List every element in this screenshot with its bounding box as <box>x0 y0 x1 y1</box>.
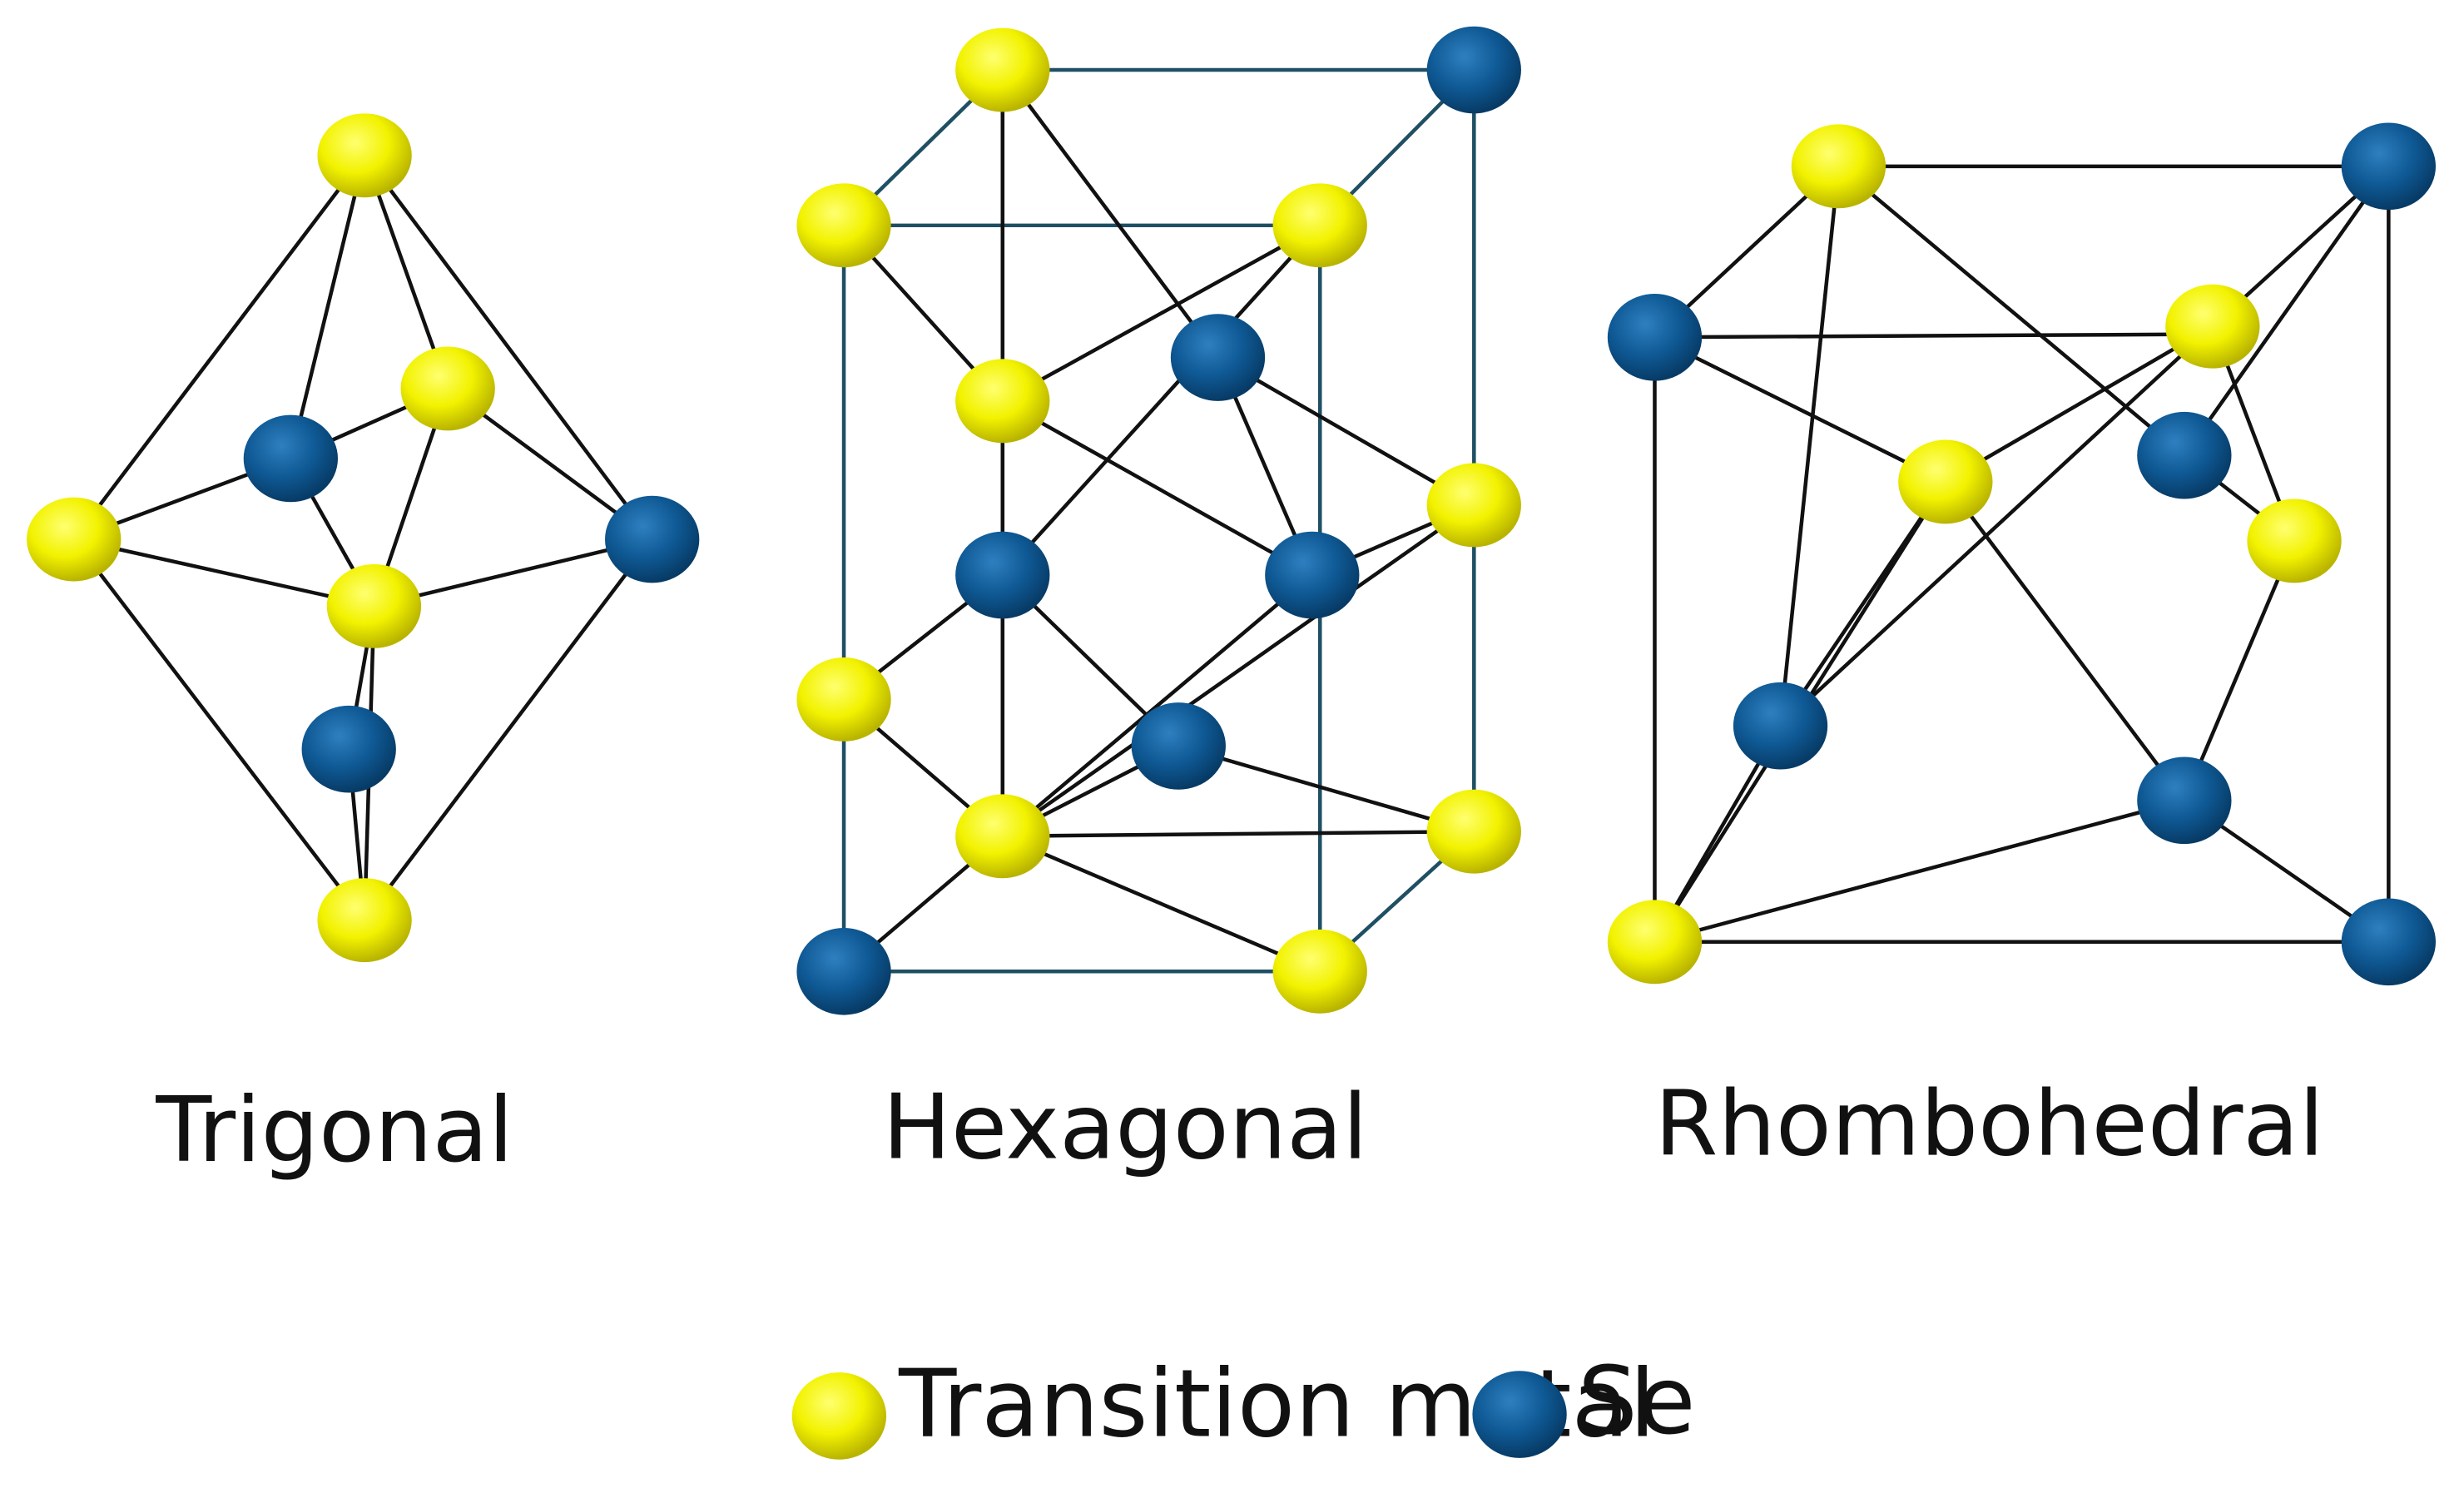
hexagonal-metal-atom <box>955 359 1050 444</box>
hexagonal-metal-atom <box>1272 929 1367 1014</box>
trigonal-metal-atom <box>400 346 495 431</box>
hexagonal-metal-atom <box>1426 789 1521 874</box>
hexagonal-metal-atom <box>955 794 1050 879</box>
rhombohedral-se-atom <box>2137 756 2232 845</box>
rhombohedral-atoms <box>1607 122 2437 986</box>
trigonal-metal-atom <box>326 563 422 648</box>
hexagonal-caption: Hexagonal <box>883 1074 1368 1179</box>
trigonal-se-atom <box>605 495 700 583</box>
hexagonal-se-atom <box>955 531 1050 619</box>
rhombohedral-se-atom <box>2137 411 2232 499</box>
hexagonal-atoms <box>796 26 1521 1015</box>
hexagonal-bonds <box>842 68 1475 974</box>
hexagonal-se-atom <box>796 927 891 1015</box>
trigonal-se-atom <box>243 414 339 503</box>
hexagonal-se-atom <box>1170 314 1266 401</box>
rhombohedral-structure: Rhombohedral <box>1607 122 2437 1177</box>
trigonal-metal-atom <box>317 878 412 963</box>
hexagonal-structure: Hexagonal <box>796 26 1521 1179</box>
rhombohedral-metal-atom <box>1898 439 1993 524</box>
rhombohedral-se-atom <box>1733 682 1828 770</box>
legend-se-swatch <box>1472 1371 1567 1458</box>
rhombohedral-caption: Rhombohedral <box>1654 1071 2324 1176</box>
trigonal-atoms <box>27 113 700 963</box>
rhombohedral-se-atom <box>1607 293 1703 381</box>
hexagonal-se-atom <box>1426 26 1521 114</box>
hexagonal-se-atom <box>1131 702 1226 790</box>
hexagonal-metal-atom <box>1272 183 1367 268</box>
hexagonal-se-atom <box>1265 531 1360 619</box>
rhombohedral-metal-atom <box>1607 900 1703 985</box>
rhombohedral-metal-atom <box>2247 499 2342 583</box>
legend-se-label: Se <box>1578 1347 1696 1456</box>
legend-item-transition-metal: Transition metal <box>791 1349 1655 1460</box>
hexagonal-metal-atom <box>796 183 891 268</box>
trigonal-caption: Trigonal <box>155 1078 513 1183</box>
rhombohedral-metal-atom <box>1791 124 1886 209</box>
rhombohedral-se-atom <box>2341 122 2437 211</box>
legend-metal-swatch <box>791 1372 887 1460</box>
legend: Transition metal Se <box>791 1347 1696 1460</box>
hexagonal-metal-atom <box>796 657 891 742</box>
trigonal-se-atom <box>301 705 396 793</box>
trigonal-bonds <box>72 154 654 921</box>
rhombohedral-se-atom <box>2341 898 2437 986</box>
trigonal-metal-atom <box>317 113 412 198</box>
rhombohedral-metal-atom <box>2165 284 2260 369</box>
hexagonal-metal-atom <box>1426 463 1521 548</box>
trigonal-metal-atom <box>27 497 121 582</box>
trigonal-structure: Trigonal <box>27 113 700 1183</box>
hexagonal-metal-atom <box>955 27 1050 112</box>
legend-item-se: Se <box>1472 1347 1696 1458</box>
